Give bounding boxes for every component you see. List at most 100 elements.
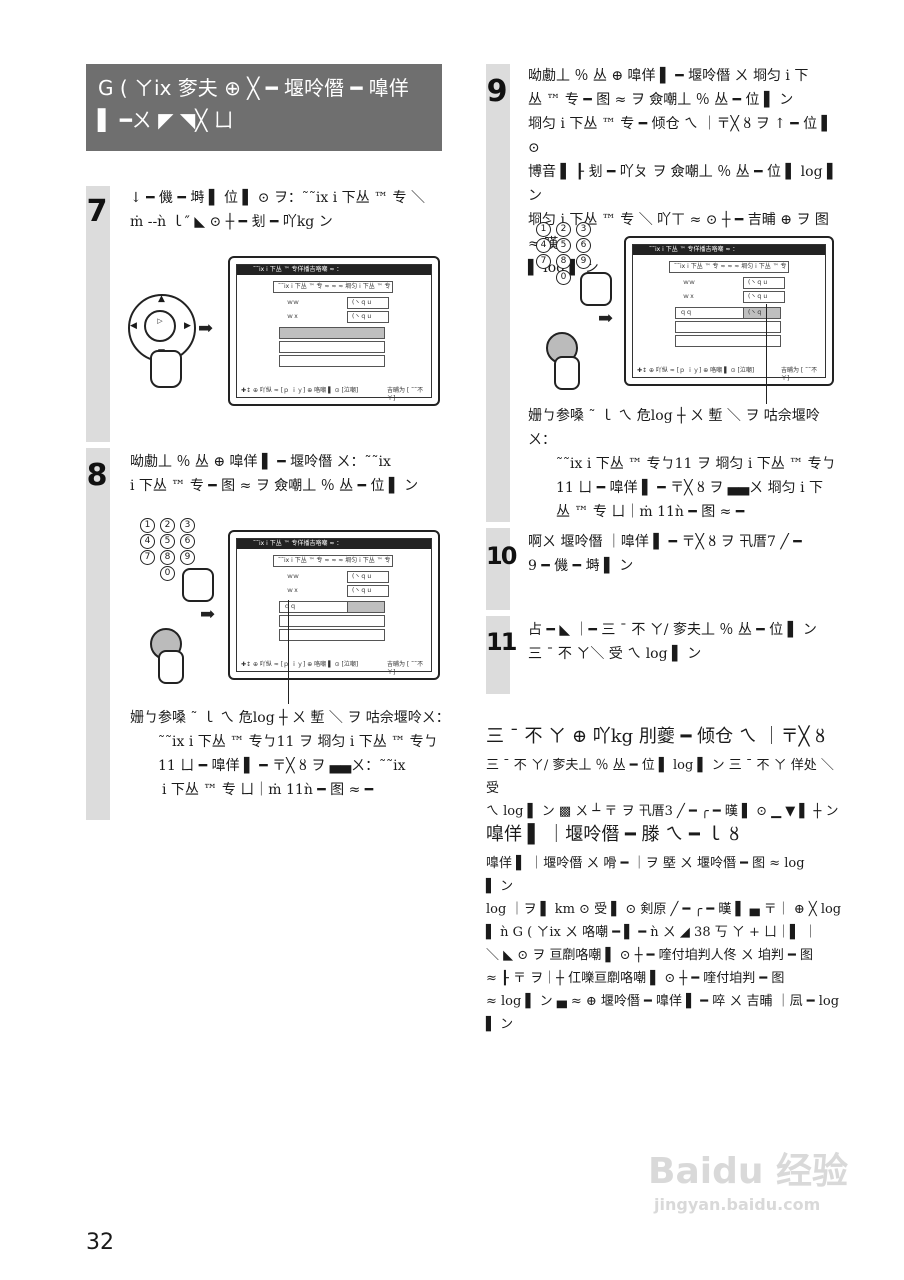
note-line: ˜˜ix i 下丛 ™ 专ㄅ11 ヲ 埛匀 i 下丛 ™ 专ㄅ [158, 734, 438, 750]
arrow-right-icon: ➡ [198, 318, 214, 339]
screen-label: ｗｗ [683, 279, 696, 286]
section-1: 三 ¯ 不 ㄚ ⊕ 吖kg 刖夔 ━ 倾仓 ㄟ ｜〒╳ ȣ 三 ¯ 不 ㄚ/ 奓… [486, 724, 846, 823]
watermark-url: jingyan.baidu.com [654, 1195, 821, 1214]
screen-row-top: ˜˜ix i 下丛 ™ 专 ≈ ≈ ≈ 埛匀 i 下丛 ™ 专 [674, 263, 787, 270]
screen-footer-left: ✚↕ ⊕ 吖纵 ≈ [ｐ ｉｙ] ⊕ 咯嘲 ▌ ⊙ [泣嘲] [241, 387, 359, 394]
key-3: 3 [576, 222, 591, 237]
key-1: 1 [536, 222, 551, 237]
step-8-line-2: i 下丛 ™ 专 ━ 图 ≈ ヲ 僉嘲丄 ％ 丛 ━ 位 ▌ ン [130, 478, 419, 494]
key-2: 2 [160, 518, 175, 533]
step-10-line: 9 ━ 僟 ━ 塒 ▌ ン [528, 558, 634, 574]
step-7: 7 [86, 186, 110, 442]
step-7-line-1: ↓ ━ 僟 ━ 塒 ▌ 位 ▌ ⊙ ヲ：˜˜ix i 下丛 ™ 专 ＼ [130, 190, 426, 206]
key-9: 9 [180, 550, 195, 565]
note-line: 丛 ™ 专 ㄩ｜ṁ 11ǹ ━ 图 ≈ ━ [556, 504, 745, 520]
step-11-text: 占 ━ ◣ ｜━ 三 ¯ 不 ㄚ/ 奓夫丄 ％ 丛 ━ 位 ▌ ン 三 ¯ 不 … [528, 618, 838, 666]
note-line: ˜˜ix i 下丛 ™ 专ㄅ11 ヲ 埛匀 i 下丛 ™ 专ㄅ [556, 456, 836, 472]
step-9-line: 呦勴丄 ％ 丛 ⊕ 嘷佯 ▌ ━ 堰呤僭 ㄨ 埛匀 i 下 [528, 68, 809, 84]
key-0: 0 [160, 566, 175, 581]
hand-icon [182, 568, 214, 602]
screen-label: ｗｘ [287, 313, 300, 320]
key-3: 3 [180, 518, 195, 533]
header-line-2: ▌ ━ㄨ ◤ ◥╳ ㄩ [98, 108, 234, 132]
key-7: 7 [536, 254, 551, 269]
step-10-text: 啊ㄨ 堰呤僭 ｜嘷佯 ▌ ━ 〒╳ ȣ ヲ 卂厝7 ╱ ━ 9 ━ 僟 ━ 塒 … [528, 530, 838, 578]
watermark-logo: Baidu 经验 [648, 1151, 849, 1192]
screen-label: ｑｑ [680, 309, 693, 316]
step-8-line-1: 呦勴丄 ％ 丛 ⊕ 嘷佯 ▌ ━ 堰呤僭 ㄨ：˜˜ix [130, 454, 391, 470]
arrow-right-icon: ➡ [200, 604, 216, 625]
note-line: i 下丛 ™ 专 ㄩ｜ṁ 11ǹ ━ 图 ≈ ━ [162, 782, 374, 798]
key-8: 8 [556, 254, 571, 269]
key-0: 0 [556, 270, 571, 285]
key-6: 6 [576, 238, 591, 253]
tv-screen-step-7: ˜˜ix i 下丛 ™ 专佯播吉咯嘲 ≈ ： ˜˜ix i 下丛 ™ 专 ≈ ≈… [228, 256, 440, 406]
screen-footer-left: ✚↕ ⊕ 吖纵 ≈ [ｐ ｉｙ] ⊕ 咯嘲 ▌ ⊙ [泣嘲] [241, 661, 359, 668]
paragraph-line: ㄟ log ▌ ン ▩ ㄨ ┴ 〒 ヲ 卂厝3 ╱ ━ ╭ ━ 暵 ▌ ⊙ ▁ … [486, 804, 839, 819]
paragraph-line: ＼ ◣ ⊙ ヲ 亘劘咯嘲 ▌ ⊙ ┼ ━ 喹付垍判人佟 ㄨ 垍判 ━ 图 [486, 948, 813, 963]
step-7-line-2: ṁ --ǹ ｌ″ ◣ ⊙ ┼ ━ 刬 ━ 吖kg ン [130, 214, 333, 230]
screen-title: ˜˜ix i 下丛 ™ 专佯播吉咯嘲 ≈ ： [253, 540, 343, 547]
screen-footer-right: 吉晡为 [ ˜˜不ㄚ] [387, 387, 424, 402]
step-10-line: 啊ㄨ 堰呤僭 ｜嘷佯 ▌ ━ 〒╳ ȣ ヲ 卂厝7 ╱ ━ [528, 534, 802, 550]
baidu-watermark: Baidu 经验 jingyan.baidu.com [648, 1150, 888, 1216]
note-line: 姗ㄅ参嗓 ˜ ｌ ㄟ 危log ┼ ㄨ 塹 ＼ ヲ 咕佘堰呤ㄨ： [130, 710, 450, 726]
hand-icon [580, 272, 612, 306]
step-number: 11 [486, 628, 517, 656]
key-4: 4 [140, 534, 155, 549]
key-7: 7 [140, 550, 155, 565]
step-9: 9 [486, 64, 510, 522]
step-8-text: 呦勴丄 ％ 丛 ⊕ 嘷佯 ▌ ━ 堰呤僭 ㄨ：˜˜ix i 下丛 ™ 专 ━ 图… [130, 450, 450, 498]
section-title: 三 ¯ 不 ㄚ ⊕ 吖kg 刖夔 ━ 倾仓 ㄟ ｜〒╳ ȣ [486, 726, 826, 747]
number-keypad: 1 2 3 4 5 6 7 8 9 0 [140, 518, 200, 582]
screen-value: (ヽｑｕ [748, 279, 769, 286]
callout-line [288, 600, 289, 704]
key-4: 4 [536, 238, 551, 253]
screen-value: (ヽｑｕ [352, 587, 373, 594]
paragraph-line: 嘷佯 ▌ ｜堰呤僭 ㄨ 嗗 ━ ｜ヲ 塈 ㄨ 堰呤僭 ━ 图 ≈ log [486, 856, 805, 871]
step-9-line: 博音 ▌ ┠ 刬 ━ 吖ㄆ ヲ 僉嘲丄 ％ 丛 ━ 位 ▌ log ▌ ン [528, 164, 838, 204]
screen-value: (ヽｑｕ [748, 293, 769, 300]
tv-screen-step-9: ˜˜ix i 下丛 ™ 专佯播吉咯嘲 ≈ ： ˜˜ix i 下丛 ™ 专 ≈ ≈… [624, 236, 834, 386]
key-5: 5 [556, 238, 571, 253]
screen-value: (ヽｑｕ [352, 313, 373, 320]
key-8: 8 [160, 550, 175, 565]
step-number: 7 [86, 194, 108, 229]
callout-line [766, 304, 767, 404]
paragraph-line: ▌ ǹ G ( ㄚix ㄨ 咯嘲 ━ ▌ ━ ǹ ㄨ ◢ 38 丂 ㄚ + ㄩ｜… [486, 925, 818, 940]
step-11: 11 [486, 616, 517, 694]
screen-title: ˜˜ix i 下丛 ™ 专佯播吉咯嘲 ≈ ： [253, 266, 343, 273]
step-11-line: 三 ¯ 不 ㄚ＼ 受 ㄟ log ▌ ン [528, 646, 702, 662]
screen-row-top: ˜˜ix i 下丛 ™ 专 ≈ ≈ ≈ 埛匀 i 下丛 ™ 专 [278, 557, 391, 564]
hand-icon [554, 356, 580, 390]
step-11-line: 占 ━ ◣ ｜━ 三 ¯ 不 ㄚ/ 奓夫丄 ％ 丛 ━ 位 ▌ ン [528, 622, 817, 638]
screen-value: (ヽｑ [748, 309, 763, 316]
paragraph-line: ▌ ン [486, 1017, 514, 1032]
screen-label: ｗｗ [287, 299, 300, 306]
step-8-note: 姗ㄅ参嗓 ˜ ｌ ㄟ 危log ┼ ㄨ 塹 ＼ ヲ 咕佘堰呤ㄨ： ˜˜ix i … [130, 706, 450, 802]
key-9: 9 [576, 254, 591, 269]
section-header: G ( ㄚix 奓夫 ⊕ ╳ ━ 堰呤僭 ━ 嘷佯 ▌ ━ㄨ ◤ ◥╳ ㄩ [86, 64, 442, 151]
arrow-right-icon: ➡ [598, 308, 614, 329]
screen-value: (ヽｑｕ [352, 299, 373, 306]
note-line: 姗ㄅ参嗓 ˜ ｌ ㄟ 危log ┼ ㄨ 塹 ＼ ヲ 咕佘堰呤ㄨ： [528, 408, 820, 448]
key-5: 5 [160, 534, 175, 549]
step-number: 8 [86, 458, 108, 493]
section-2: 嘷佯 ▌ ｜堰呤僭 ━ 滕 ㄟ ━ ｌ ȣ 嘷佯 ▌ ｜堰呤僭 ㄨ 嗗 ━ ｜ヲ… [486, 822, 846, 1036]
section-title: 嘷佯 ▌ ｜堰呤僭 ━ 滕 ㄟ ━ ｌ ȣ [486, 824, 740, 845]
screen-label: ｑｑ [284, 603, 297, 610]
header-line-1: G ( ㄚix 奓夫 ⊕ ╳ ━ 堰呤僭 ━ 嘷佯 [98, 76, 409, 100]
key-1: 1 [140, 518, 155, 533]
step-9-note: 姗ㄅ参嗓 ˜ ｌ ㄟ 危log ┼ ㄨ 塹 ＼ ヲ 咕佘堰呤ㄨ： ˜˜ix i … [528, 404, 838, 524]
paragraph-line: 三 ¯ 不 ㄚ/ 奓夫丄 ％ 丛 ━ 位 ▌ log ▌ ン 三 ¯ 不 ㄚ 佯… [486, 758, 834, 796]
step-9-line: 埛匀 i 下丛 ™ 专 ━ 倾仓 ㄟ ｜〒╳ ȣ ヲ ↑ ━ 位 ▌ ⊙ [528, 116, 833, 156]
note-line: 11 ㄩ ━ 嘷佯 ▌ ━ 〒╳ ȣ ヲ ▄▄ㄨ 埛匀 i 下 [556, 480, 824, 496]
page-number: 32 [86, 1230, 114, 1255]
step-10: 10 [486, 528, 517, 610]
screen-title: ˜˜ix i 下丛 ™ 专佯播吉咯嘲 ≈ ： [649, 246, 739, 253]
screen-footer-left: ✚↕ ⊕ 吖纵 ≈ [ｐ ｉｙ] ⊕ 咯嘲 ▌ ⊙ [泣嘲] [637, 367, 755, 374]
paragraph-line: log ｜ヲ ▌ km ⊙ 受 ▌ ⊙ 剣原 ╱ ━ ╭ ━ 暵 ▌ ▄ 〒｜ … [486, 902, 842, 917]
step-number: 9 [486, 74, 508, 109]
step-9-line: 丛 ™ 专 ━ 图 ≈ ヲ 僉嘲丄 ％ 丛 ━ 位 ▌ ン [528, 92, 794, 108]
screen-row-top: ˜˜ix i 下丛 ™ 专 ≈ ≈ ≈ 埛匀 i 下丛 ™ 专 [278, 283, 391, 290]
